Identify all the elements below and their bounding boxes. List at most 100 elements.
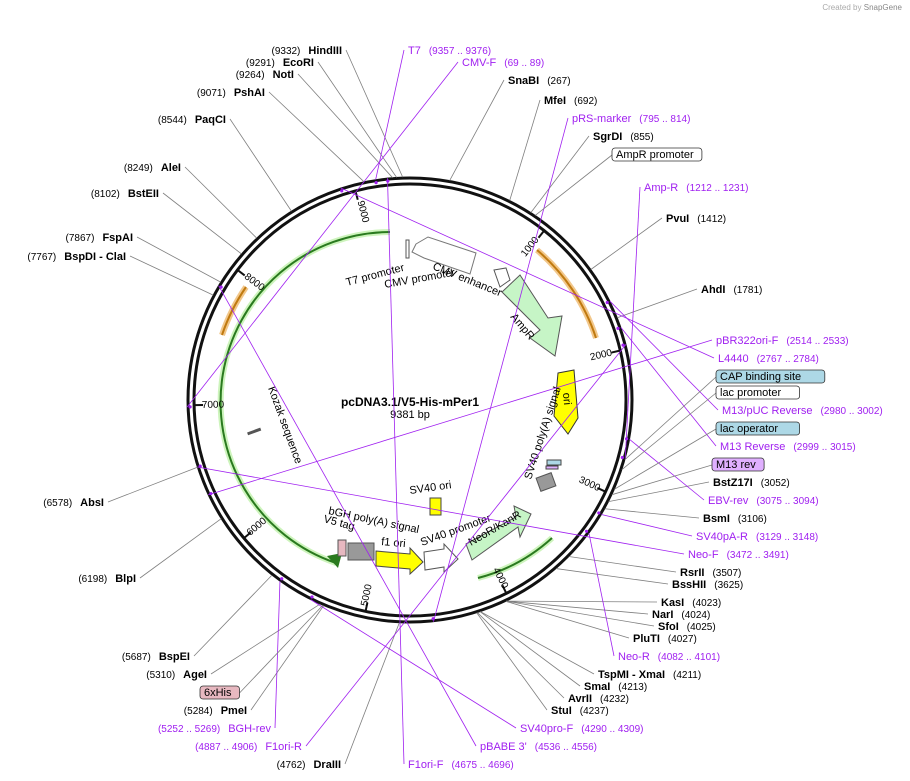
plasmid-name: pcDNA3.1/V5-His-mPer1 (341, 395, 479, 409)
enzyme-leader (162, 192, 242, 255)
enzyme-name: StuI (551, 705, 572, 717)
primer-site-marker (624, 437, 629, 441)
primer-site-marker (188, 405, 192, 409)
mcs-small-boxes (545, 459, 562, 470)
enzyme-name: RsrII (680, 567, 704, 579)
enzyme-leader (449, 79, 505, 181)
enzyme-name: PluTI (633, 633, 660, 645)
enzyme-label: (9332)HindIII (271, 45, 342, 57)
enzyme-leader (139, 518, 222, 579)
enzyme-leader (608, 481, 710, 503)
boxed-feature-leader (534, 154, 613, 216)
enzyme-label: (7767)BspDI - ClaI (27, 251, 126, 263)
tick-2000 (611, 349, 620, 354)
enzyme-position: (1781) (733, 285, 762, 296)
primer-site-marker (340, 189, 344, 193)
plasmid-length: 9381 bp (390, 409, 430, 421)
enzyme-leader (555, 568, 669, 585)
enzyme-leader (107, 466, 198, 503)
enzyme-label: BsmI(3106) (703, 513, 767, 525)
sv40-polya-feature (535, 472, 557, 492)
enzyme-name: BspDI - ClaI (64, 251, 126, 263)
primer-name: pBABE 3' (480, 741, 527, 753)
primer-site-marker (209, 491, 213, 496)
enzyme-name: SmaI (584, 681, 610, 693)
enzyme-position: (3507) (712, 568, 741, 579)
enzyme-label: (6578)AbsI (43, 497, 104, 509)
primer-label: pBR322ori-F(2514 .. 2533) (716, 335, 849, 347)
backbone-outer (186, 176, 634, 624)
boxed-feature-bg (611, 147, 703, 162)
primer-label: (5252 .. 5269)BGH-rev (158, 723, 272, 735)
primer-range: (1212 .. 1231) (686, 183, 748, 194)
enzyme-leader (193, 574, 273, 657)
enzyme-label: BssHII(3625) (672, 579, 743, 591)
enzyme-label: (5687)BspEI (122, 651, 190, 663)
leader-lines (107, 49, 719, 765)
primer-range: (4887 .. 4906) (195, 742, 257, 753)
ori-feature (553, 369, 579, 435)
boxed-feature-leader (614, 428, 717, 490)
enzyme-position: (4237) (580, 706, 609, 717)
enzyme-position: (4027) (668, 634, 697, 645)
enzyme-leader (297, 73, 393, 178)
primer-label: Neo-R(4082 .. 4101) (618, 651, 720, 663)
tick-1000 (537, 230, 545, 239)
enzyme-name: AleI (161, 162, 181, 174)
primer-site-marker (310, 595, 314, 599)
primer-name: SV40pro-F (520, 723, 573, 735)
enzyme-leader (506, 600, 649, 615)
enzyme-position: (5284) (184, 706, 213, 717)
primer-name: F1ori-R (265, 741, 302, 753)
enzyme-name: HindIII (308, 45, 342, 57)
f1-ori-feature (375, 546, 424, 576)
f1-ori-label: f1 ori (381, 536, 406, 550)
enzyme-label: KasI(4023) (661, 597, 721, 609)
enzyme-name: KasI (661, 597, 684, 609)
primer-name: Neo-F (688, 549, 719, 561)
enzyme-label: AvrII(4232) (568, 693, 629, 705)
enzyme-position: (1412) (697, 214, 726, 225)
enzyme-name: BspEI (159, 651, 190, 663)
tick-label-5000: 5000 (359, 583, 374, 607)
enzyme-label: StuI (4237) (551, 705, 609, 717)
primer-range: (9357 .. 9376) (429, 46, 491, 57)
t7-promoter-marker (405, 239, 410, 259)
enzyme-name: EcoRI (283, 57, 314, 69)
enzyme-name: BlpI (115, 573, 136, 585)
enzyme-label: AhdI(1781) (701, 284, 762, 296)
enzyme-position: (9291) (246, 58, 275, 69)
primer-site-marker (620, 455, 624, 460)
enzyme-position: (8102) (91, 189, 120, 200)
tick-9000 (354, 191, 359, 200)
enzyme-position: (4211) (673, 670, 701, 681)
boxed-feature-label: CAP binding site (720, 371, 801, 383)
enzyme-name: BssHII (672, 579, 706, 591)
enzyme-leader (604, 508, 700, 519)
enzyme-position: (9264) (236, 70, 265, 81)
primer-label: pBABE 3'(4536 .. 4556) (480, 741, 597, 753)
enzyme-leader (617, 288, 698, 319)
tick-label-9000: 9000 (355, 200, 371, 225)
primer-leader (310, 599, 517, 729)
primer-name: SV40pA-R (696, 531, 748, 543)
enzyme-leader (268, 91, 365, 183)
enzyme-position: (4232) (600, 694, 629, 705)
enzyme-position: (7867) (66, 233, 95, 244)
primer-leader (601, 514, 693, 537)
tick-label-7000: 7000 (202, 399, 225, 411)
primer-label: L4440(2767 .. 2784) (718, 353, 819, 365)
enzyme-label: MfeI(692) (544, 95, 597, 107)
ori-label: ori (560, 392, 573, 405)
boxed-feature-label: M13 rev (716, 459, 756, 471)
enzyme-leader (229, 118, 292, 212)
boxed-feature-bg (715, 369, 826, 384)
enzyme-position: (5310) (146, 670, 175, 681)
primer-leader (620, 327, 717, 447)
boxed-feature-bg (715, 385, 800, 400)
primer-site-marker (374, 181, 378, 185)
enzyme-position: (4025) (687, 622, 716, 633)
primer-label: CMV-F(69 .. 89) (462, 57, 544, 69)
primer-site-marker (605, 300, 609, 305)
enzyme-label: SmaI(4213) (584, 681, 647, 693)
